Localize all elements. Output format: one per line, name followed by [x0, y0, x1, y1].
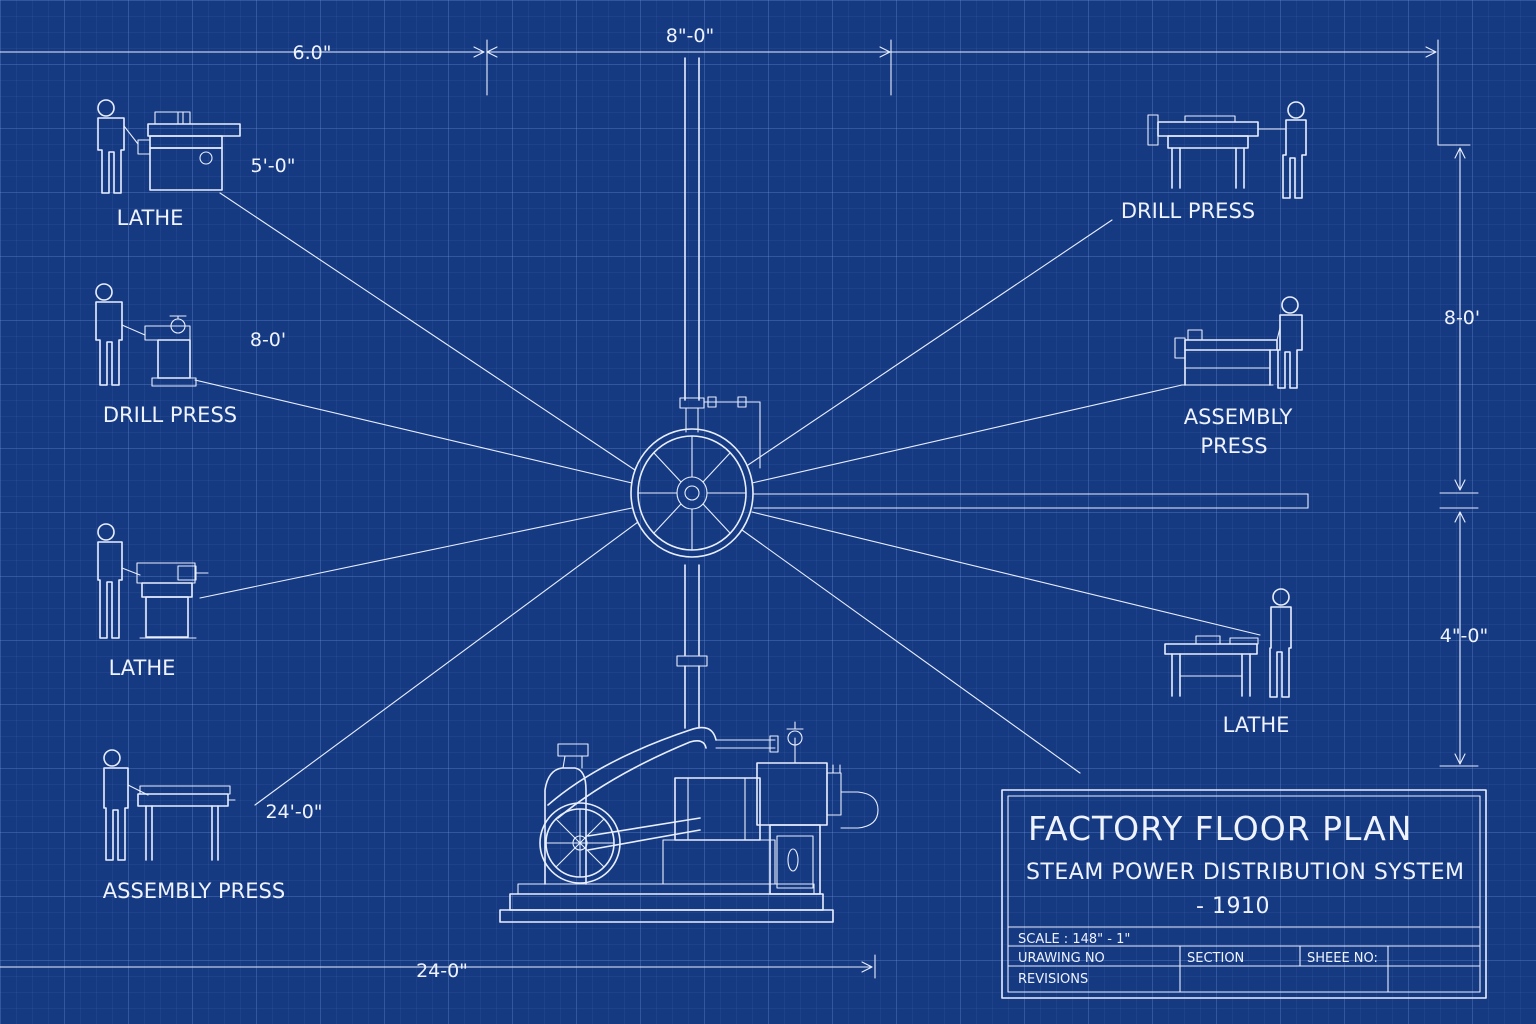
label-assembly-press-left: ASSEMBLY PRESS [103, 879, 285, 903]
title-block-year: - 1910 [1196, 894, 1270, 919]
right-dimension-lines [1439, 147, 1479, 767]
lathe-right-figure [1164, 588, 1292, 698]
belt-lines [194, 192, 1309, 806]
lathe-mid-left-figure [97, 523, 209, 639]
lathe-top-left-figure [97, 99, 241, 194]
dimension-bottom: 24-0" [416, 960, 468, 982]
label-drill-press-top-right: DRILL PRESS [1121, 199, 1255, 223]
steam-engine [499, 721, 879, 923]
title-block-section: SECTION [1187, 951, 1244, 966]
dimension-drill-press-left: 8-0' [250, 329, 286, 351]
dimension-top-left: 6.0" [293, 42, 332, 64]
title-block-sheet-no: SHEEE NO: [1307, 951, 1378, 966]
label-drill-press-left: DRILL PRESS [103, 403, 237, 427]
flywheel [630, 428, 754, 558]
dimension-right-upper: 8-0' [1444, 307, 1480, 329]
label-lathe-top-left: LATHE [117, 206, 184, 230]
label-assembly-press-right-line1: ASSEMBLY [1184, 405, 1293, 429]
title-block-title: FACTORY FLOOR PLAN [1028, 809, 1412, 848]
drill-press-top-right-figure [1147, 101, 1307, 199]
dimension-lathe-top-left: 5'-0" [251, 155, 296, 177]
assembly-press-right-figure [1174, 296, 1303, 389]
top-dimension-lines [0, 39, 1471, 146]
bottom-dimension-line [0, 954, 876, 979]
title-block-scale: SCALE : 148" - 1" [1018, 932, 1130, 947]
label-assembly-press-right-line2: PRESS [1200, 434, 1267, 458]
dimension-assembly-left: 24'-0" [265, 801, 322, 823]
dimension-top-center: 8"-0" [666, 25, 715, 47]
label-lathe-right: LATHE [1223, 713, 1290, 737]
assembly-press-left-figure [103, 749, 236, 861]
title-block-revisions: REVISIONS [1018, 972, 1088, 987]
title-block-drawing-no: URAWING NO [1018, 951, 1105, 966]
label-lathe-mid-left: LATHE [109, 656, 176, 680]
title-block [1001, 789, 1487, 999]
drill-press-left-figure [95, 283, 197, 387]
dimension-right-lower: 4"-0" [1440, 625, 1489, 647]
title-block-subtitle: STEAM POWER DISTRIBUTION SYSTEM [1026, 860, 1465, 885]
vertical-line-shaft [676, 57, 761, 729]
